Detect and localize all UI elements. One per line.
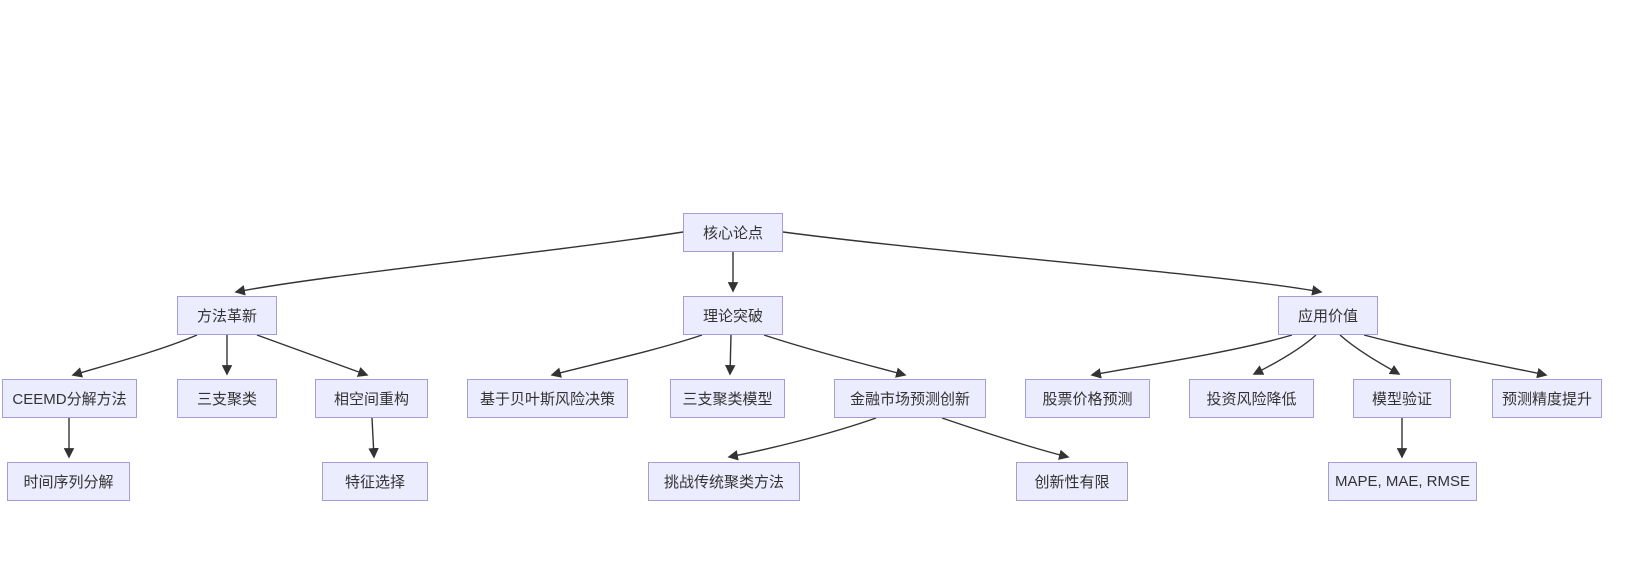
edge-theory-to-finance: [763, 334, 907, 378]
node-limited-innovation: 创新性有限: [1016, 462, 1128, 501]
edge-finance-to-limited: [941, 417, 1070, 460]
node-evaluation-metrics: MAPE, MAE, RMSE: [1328, 462, 1477, 501]
node-theory-breakthrough: 理论突破: [683, 296, 783, 335]
edge-theory-to-three-way-model: [724, 334, 736, 376]
edge-phase-space-to-feature: [368, 417, 379, 459]
node-three-way-clustering: 三支聚类: [177, 379, 277, 418]
node-feature-selection: 特征选择: [322, 462, 428, 501]
edge-application-to-accuracy: [1363, 334, 1548, 379]
node-core-argument: 核心论点: [683, 213, 783, 252]
edge-root-to-application: [782, 231, 1323, 296]
node-three-way-clustering-model: 三支聚类模型: [670, 379, 785, 418]
node-financial-market-prediction-innovation: 金融市场预测创新: [834, 379, 986, 418]
node-bayesian-risk-decision: 基于贝叶斯风险决策: [467, 379, 628, 418]
node-stock-price-prediction: 股票价格预测: [1025, 379, 1150, 418]
edge-application-to-stock: [1090, 334, 1293, 379]
node-prediction-accuracy-improvement: 预测精度提升: [1492, 379, 1602, 418]
node-ceemd-decomposition: CEEMD分解方法: [2, 379, 137, 418]
node-application-value: 应用价值: [1278, 296, 1378, 335]
edge-theory-to-bayes: [550, 334, 703, 378]
node-time-series-decomposition: 时间序列分解: [7, 462, 130, 501]
edge-application-to-risk: [1252, 334, 1317, 375]
node-phase-space-reconstruction: 相空间重构: [315, 379, 428, 418]
edge-method-to-ceemd: [71, 334, 198, 378]
node-challenge-traditional-clustering: 挑战传统聚类方法: [648, 462, 800, 501]
edge-root-to-method: [234, 231, 684, 296]
edge-application-to-validation: [1339, 334, 1401, 375]
node-method-innovation: 方法革新: [177, 296, 277, 335]
node-model-validation: 模型验证: [1353, 379, 1451, 418]
node-investment-risk-reduction: 投资风险降低: [1189, 379, 1314, 418]
edge-method-to-phase-space: [256, 334, 369, 377]
edge-finance-to-challenge: [727, 417, 877, 461]
